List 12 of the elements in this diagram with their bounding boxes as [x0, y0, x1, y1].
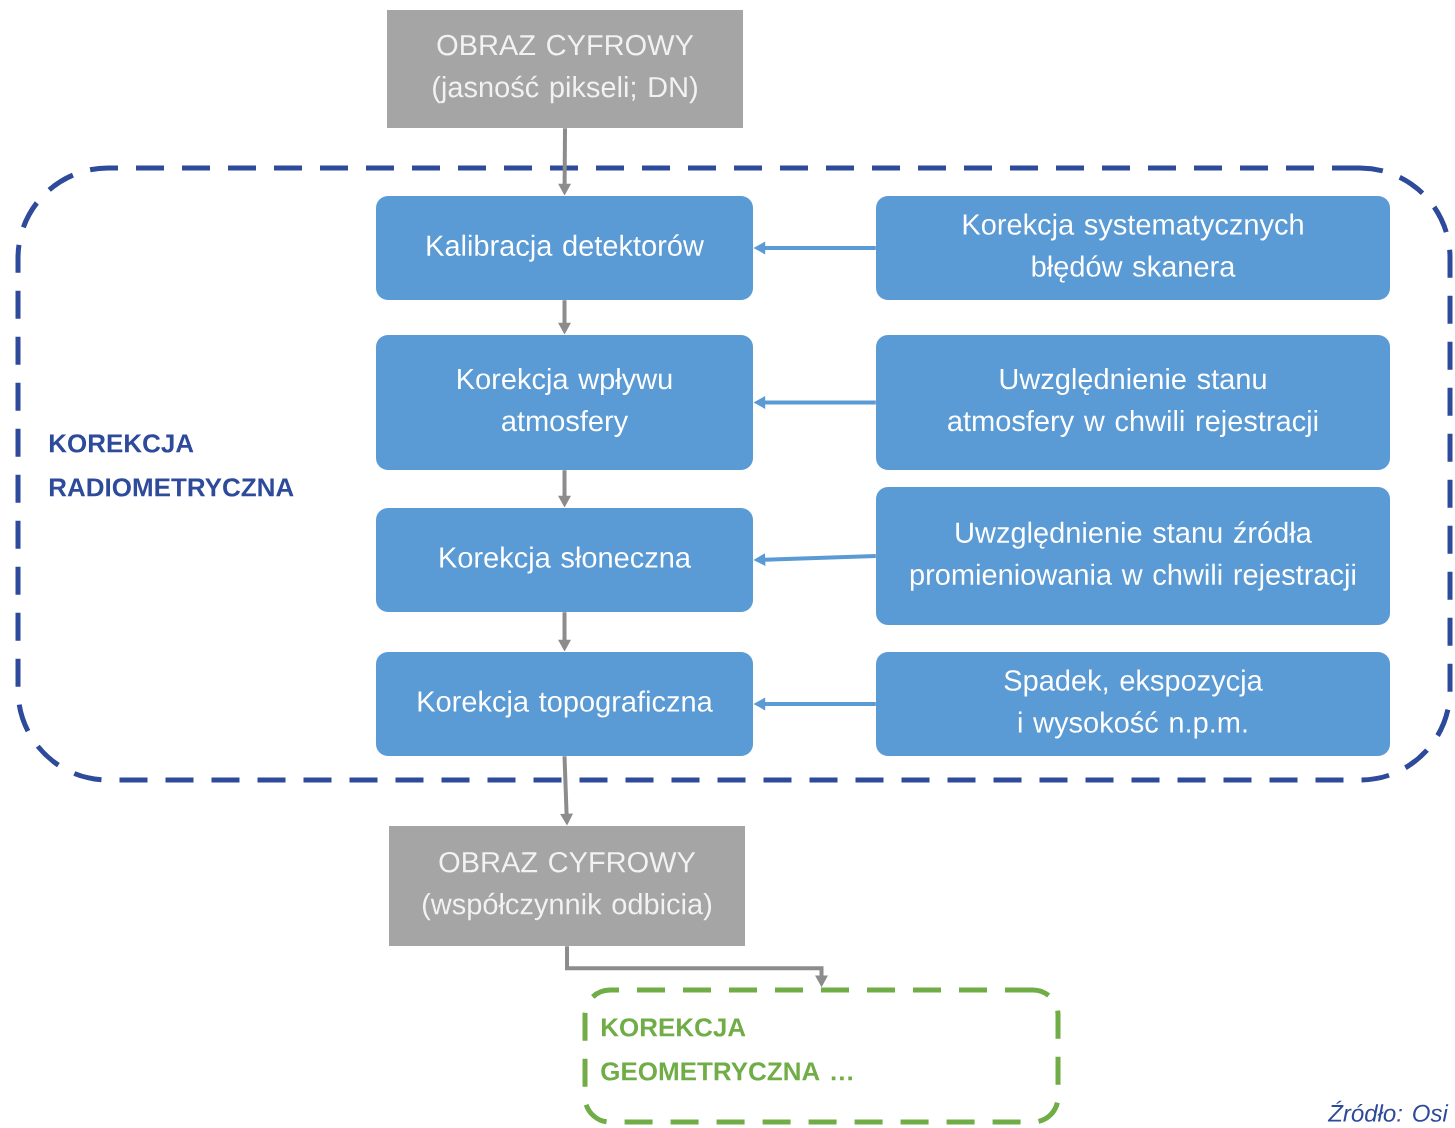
- process-box: Uwzględnienie stanu źródła promieniowania w chwili rejestracji: [876, 487, 1390, 625]
- process-box: Korekcja systematycznych błędów skanera: [876, 196, 1390, 300]
- process-box: Spadek, ekspozycja i wysokość n.p.m.: [876, 652, 1390, 756]
- process-box: Kalibracja detektorów: [376, 196, 753, 300]
- process-box: Uwzględnienie stanu atmosfery w chwili rejestracji: [876, 335, 1390, 470]
- image-box: OBRAZ CYFROWY (współczynnik odbicia): [389, 826, 745, 946]
- process-box: Korekcja wpływu atmosfery: [376, 335, 753, 470]
- dashed-group: KOREKCJA GEOMETRYCZNA …: [582, 987, 1061, 1125]
- process-box: Korekcja topograficzna: [376, 652, 753, 756]
- process-box: Korekcja słoneczna: [376, 508, 753, 612]
- source-note: Źródło: Osi: [1327, 1100, 1449, 1122]
- image-box: OBRAZ CYFROWY (jasność pikseli; DN): [387, 10, 743, 128]
